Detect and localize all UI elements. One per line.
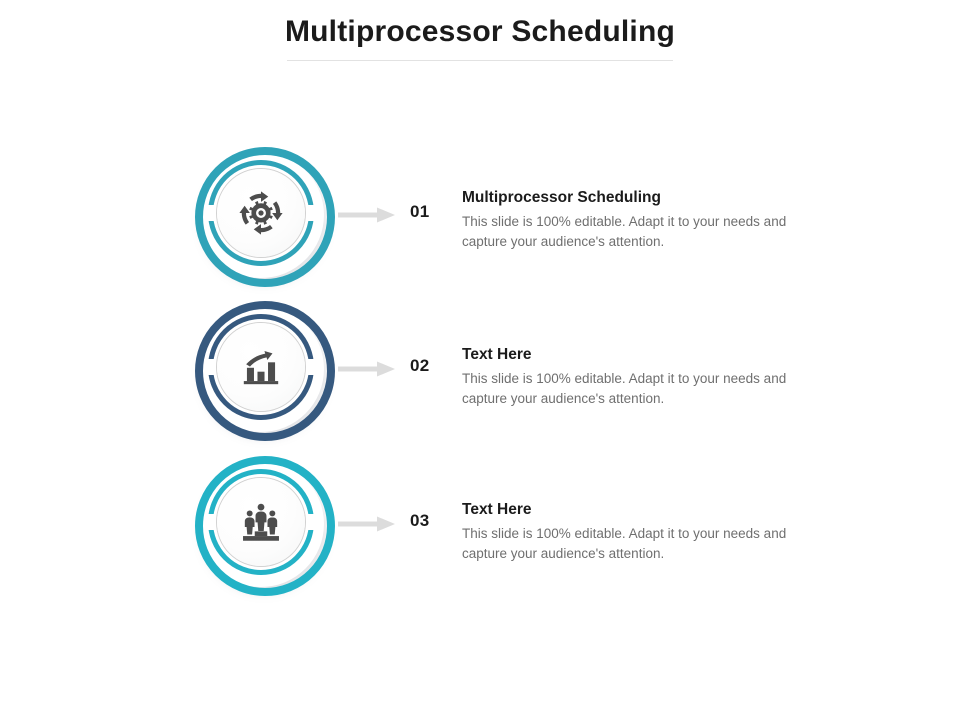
badge-inner-arc [206,469,316,575]
icon-badge-3[interactable] [192,453,335,596]
content-row-1: 01 Multiprocessor Scheduling This slide … [0,138,960,298]
step-number-2: 02 [410,356,430,375]
item-heading-2: Text Here [462,346,532,363]
page-title: Multiprocessor Scheduling [284,15,676,48]
badge-hairline-circle [216,322,306,412]
item-body-3: This slide is 100% editable. Adapt it to… [462,526,787,561]
content-row-2: 02 Text Here This slide is 100% editable… [0,292,960,452]
connector-arrow-3 [338,513,396,535]
arc-gap-right [307,205,316,221]
badge-outer-ring [195,456,335,596]
text-block-1: Multiprocessor Scheduling This slide is … [462,188,792,252]
badge-hairline-circle [216,168,306,258]
arc-gap-right [307,359,316,375]
text-block-3: Text Here This slide is 100% editable. A… [462,500,792,564]
content-row-3: 03 Text Here This slide is 100% editable… [0,447,960,607]
badge-hairline-circle [216,477,306,567]
item-heading-1: Multiprocessor Scheduling [462,189,661,206]
arc-gap-left [206,205,215,221]
text-block-2: Text Here This slide is 100% editable. A… [462,345,792,409]
step-number-1: 01 [410,202,430,221]
icon-badge-1[interactable] [192,144,335,287]
item-body-2: This slide is 100% editable. Adapt it to… [462,371,787,406]
gear-cycle-icon [231,183,291,243]
badge-outer-ring [195,301,335,441]
arc-gap-right [307,514,316,530]
icon-badge-2[interactable] [192,298,335,441]
badge-face [217,323,305,411]
connector-arrow-1 [338,204,396,226]
team-podium-icon [231,492,291,552]
growth-bar-chart-icon [231,337,291,397]
title-divider [287,60,673,61]
badge-outer-ring [195,147,335,287]
arc-gap-left [206,359,215,375]
title-block: Multiprocessor Scheduling [0,12,960,52]
connector-arrow-2 [338,358,396,380]
item-heading-3: Text Here [462,501,532,518]
badge-inner-arc [206,314,316,420]
step-number-3: 03 [410,511,430,530]
badge-inner-arc [206,160,316,266]
item-body-1: This slide is 100% editable. Adapt it to… [462,214,787,249]
arc-gap-left [206,514,215,530]
